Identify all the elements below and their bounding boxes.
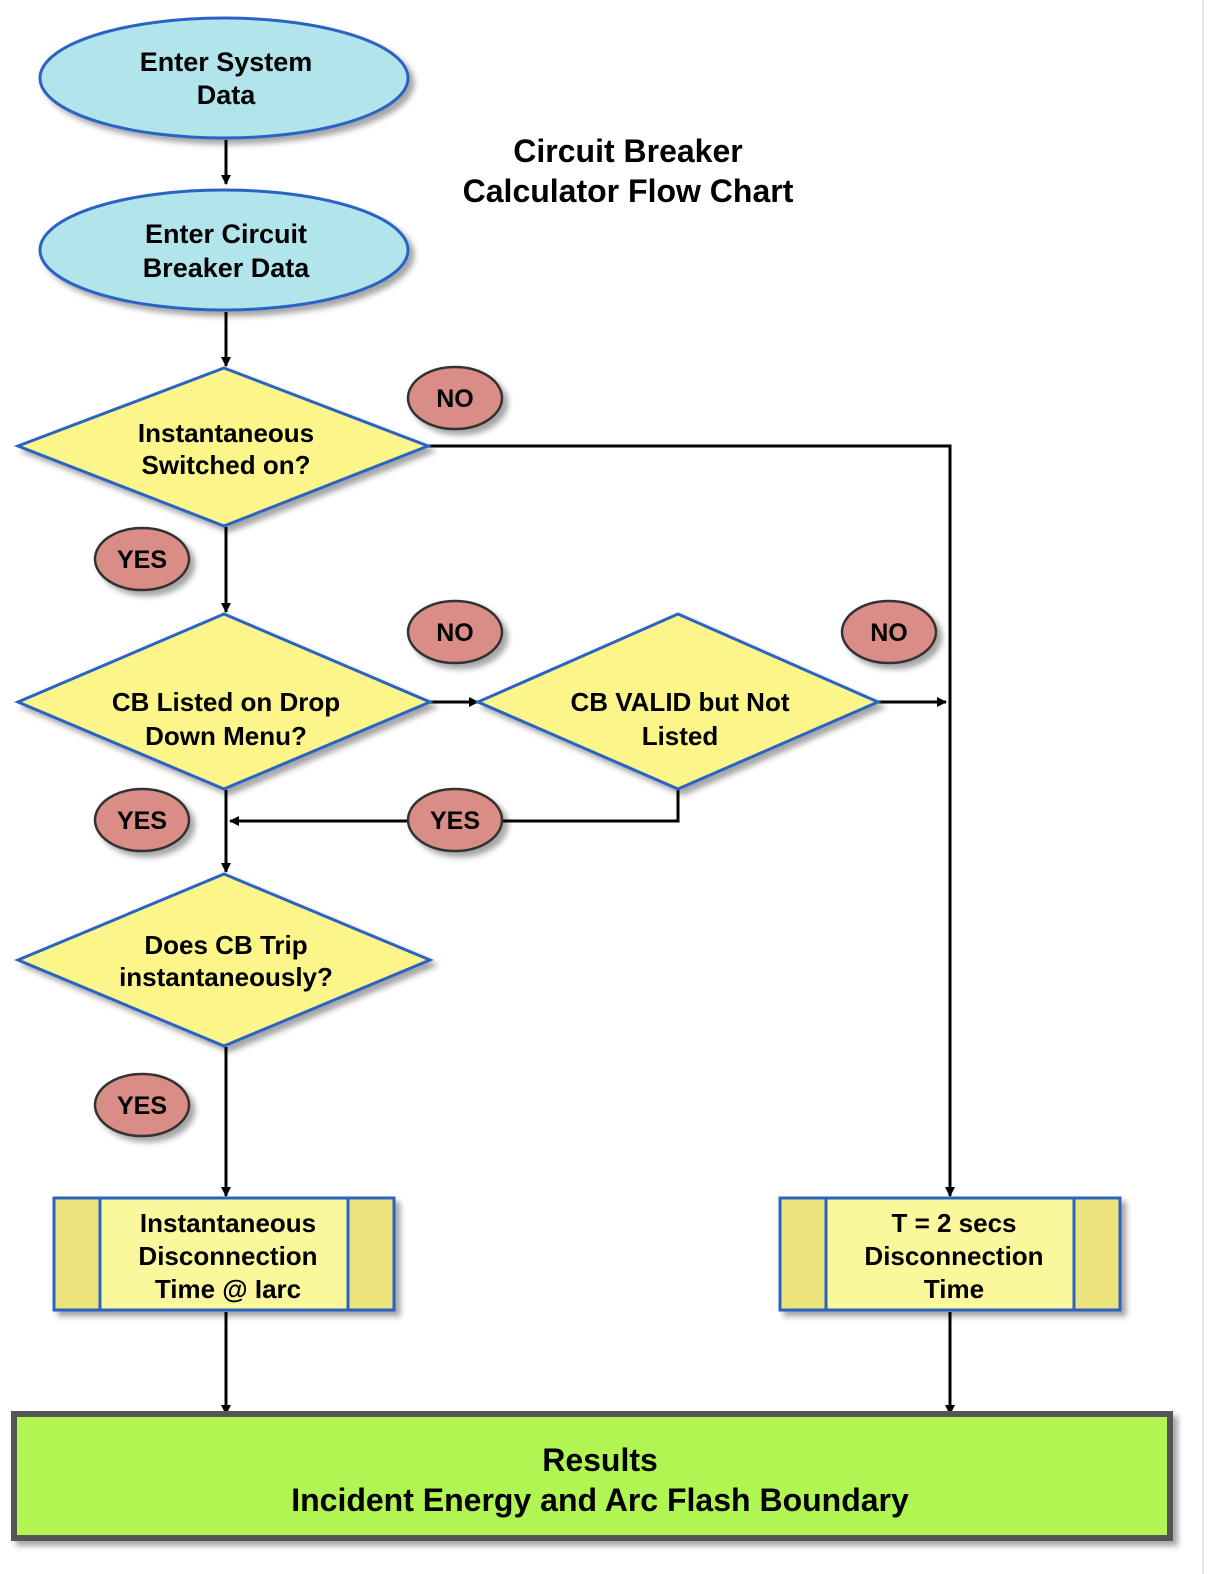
valid-line2: Listed: [642, 721, 719, 751]
inst-disc-line2: Disconnection: [138, 1241, 317, 1271]
valid-line1: CB VALID but Not: [570, 687, 789, 717]
decision-cb-trip: Does CB Trip instantaneously?: [14, 872, 434, 1048]
label-no-valid-text: NO: [870, 619, 908, 647]
chart-title-line2: Calculator Flow Chart: [463, 173, 794, 209]
trip-line2: instantaneously?: [119, 962, 333, 992]
t2-disc-line3: Time: [924, 1274, 984, 1304]
label-yes-switched-text: YES: [117, 546, 167, 574]
label-yes-switched: YES: [93, 526, 191, 592]
enter-cb-line2: Breaker Data: [143, 253, 311, 283]
decision-cb-valid: CB VALID but Not Listed: [474, 612, 882, 791]
label-no-listed-text: NO: [436, 619, 474, 647]
terminal-enter-system: Enter System Data: [38, 16, 410, 140]
listed-line1: CB Listed on Drop: [112, 687, 340, 717]
switched-line1: Instantaneous: [138, 418, 314, 448]
trip-line1: Does CB Trip: [144, 930, 307, 960]
results-line1: Results: [542, 1442, 658, 1478]
inst-disc-line3: Time @ Iarc: [155, 1274, 301, 1304]
label-no-valid: NO: [840, 599, 938, 665]
label-yes-valid: YES: [406, 787, 504, 853]
label-yes-trip: YES: [93, 1072, 191, 1138]
process-instantaneous-disconnection: Instantaneous Disconnection Time @ Iarc: [52, 1196, 396, 1312]
chart-title-line1: Circuit Breaker: [513, 133, 742, 169]
arrow-valid-yes: [502, 790, 680, 823]
label-no-listed: NO: [406, 599, 504, 665]
arrow-switched-no: [428, 444, 955, 1197]
t2-disc-line1: T = 2 secs: [891, 1208, 1016, 1238]
label-yes-trip-text: YES: [117, 1092, 167, 1120]
right-edge-line: [1202, 0, 1204, 1574]
label-yes-valid-text: YES: [430, 807, 480, 835]
decision-cb-listed: CB Listed on Drop Down Menu?: [14, 612, 434, 791]
terminal-enter-cb: Enter Circuit Breaker Data: [38, 188, 410, 312]
switched-line2: Switched on?: [142, 450, 311, 480]
t2-disc-line2: Disconnection: [864, 1241, 1043, 1271]
results-line2: Incident Energy and Arc Flash Boundary: [291, 1482, 909, 1518]
inst-disc-line1: Instantaneous: [140, 1208, 316, 1238]
enter-cb-line1: Enter Circuit: [145, 219, 307, 249]
decision-instantaneous-switched: Instantaneous Switched on?: [13, 366, 433, 528]
process-t2-disconnection: T = 2 secs Disconnection Time: [778, 1196, 1122, 1312]
enter-system-line2: Data: [197, 80, 257, 110]
listed-line2: Down Menu?: [145, 721, 307, 751]
label-no-switched: NO: [406, 365, 504, 431]
connectors: [221, 140, 955, 1415]
label-yes-listed: YES: [93, 787, 191, 853]
results-box: Results Incident Energy and Arc Flash Bo…: [11, 1411, 1173, 1541]
label-no-switched-text: NO: [436, 385, 474, 413]
label-yes-listed-text: YES: [117, 807, 167, 835]
enter-system-line1: Enter System: [140, 47, 313, 77]
